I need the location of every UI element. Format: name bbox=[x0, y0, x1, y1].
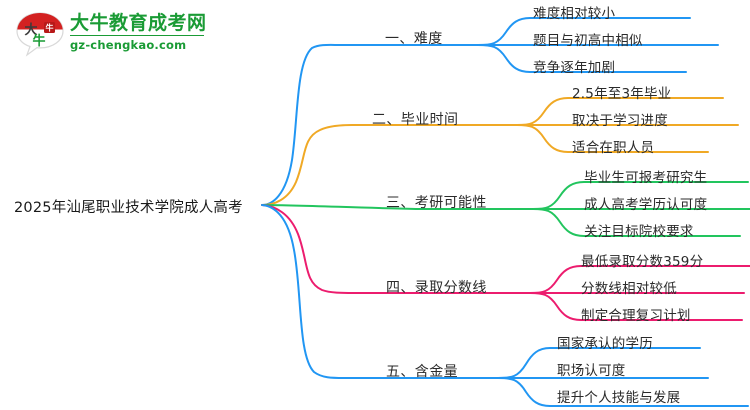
leaf-label-2-1[interactable]: 2.5年至3年毕业 bbox=[572, 86, 672, 102]
svg-text:牛: 牛 bbox=[46, 22, 54, 32]
branch-1-lines bbox=[261, 17, 719, 206]
logo-site-url: gz-chengkao.com bbox=[70, 35, 204, 53]
leaf-label-1-2[interactable]: 题目与初高中相似 bbox=[533, 33, 643, 49]
logo-mark-icon: 牛 大 牛 bbox=[14, 10, 66, 58]
root-node-label[interactable]: 2025年汕尾职业技术学院成人高考 bbox=[14, 200, 243, 216]
leaf-label-5-3[interactable]: 提升个人技能与发展 bbox=[557, 390, 681, 406]
leaf-label-2-3[interactable]: 适合在职人员 bbox=[572, 140, 655, 156]
svg-text:牛: 牛 bbox=[32, 33, 45, 49]
logo-site-name: 大牛教育成考网 bbox=[70, 12, 207, 34]
branch-label-5[interactable]: 五、含金量 bbox=[386, 364, 458, 380]
branch-5-lines bbox=[261, 204, 749, 407]
svg-text:大: 大 bbox=[24, 22, 37, 38]
logo-wordmark: 大牛教育成考网 gz-chengkao.com bbox=[70, 11, 207, 57]
leaf-label-2-2[interactable]: 取决于学习进度 bbox=[572, 113, 668, 129]
leaf-label-1-1[interactable]: 难度相对较小 bbox=[533, 6, 616, 22]
branch-4-lines bbox=[261, 204, 750, 321]
leaf-label-4-2[interactable]: 分数线相对较低 bbox=[581, 281, 677, 297]
leaf-label-5-1[interactable]: 国家承认的学历 bbox=[557, 336, 653, 352]
branch-label-1[interactable]: 一、难度 bbox=[385, 31, 443, 47]
leaf-label-3-2[interactable]: 成人高考学历认可度 bbox=[584, 197, 708, 213]
branch-label-4[interactable]: 四、录取分数线 bbox=[386, 280, 487, 296]
branch-2-lines bbox=[261, 97, 739, 206]
branch-label-2[interactable]: 二、毕业时间 bbox=[372, 112, 459, 128]
leaf-label-3-3[interactable]: 关注目标院校要求 bbox=[584, 224, 694, 240]
leaf-label-5-2[interactable]: 职场认可度 bbox=[557, 363, 626, 379]
leaf-label-4-3[interactable]: 制定合理复习计划 bbox=[581, 308, 691, 324]
leaf-label-4-1[interactable]: 最低录取分数359分 bbox=[581, 254, 704, 270]
branch-3-lines bbox=[261, 181, 750, 237]
site-logo: 牛 大 牛 大牛教育成考网 gz-chengkao.com bbox=[14, 8, 207, 60]
leaf-label-1-3[interactable]: 竞争逐年加剧 bbox=[533, 60, 616, 76]
leaf-label-3-1[interactable]: 毕业生可报考研究生 bbox=[584, 170, 708, 186]
branch-label-3[interactable]: 三、考研可能性 bbox=[386, 195, 487, 211]
